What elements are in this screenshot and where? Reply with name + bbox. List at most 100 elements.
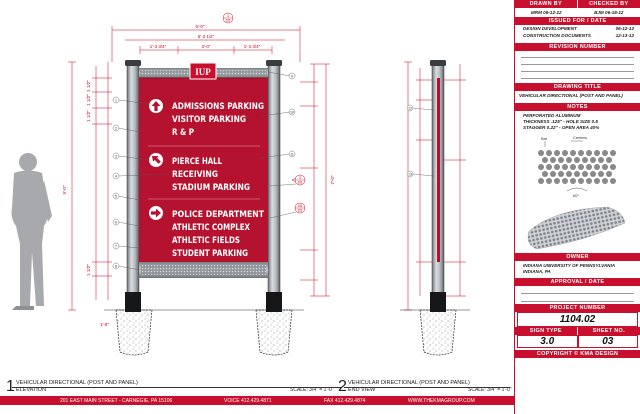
view-1-title: VEHICULAR DIRECTIONAL (POST AND PANEL) (16, 380, 138, 386)
sign-logo: IUP (189, 62, 217, 80)
callout-5: 5 (115, 194, 117, 198)
callout-6: 6 (115, 220, 117, 224)
owner-label: OWNER (515, 253, 640, 261)
dim-top-split-left: 1'-3 3/4" (150, 44, 167, 49)
footer-voice: VOICE 412.429.4871 (224, 397, 272, 404)
svg-text:2A: 2A (298, 204, 303, 208)
dim-small-4: 1 1/2" (86, 264, 91, 276)
dim-top-split-mid: 3'-0" (202, 44, 211, 49)
drawing-title-label: DRAWING TITLE (515, 83, 640, 91)
callout-9: 9 (291, 74, 293, 78)
perf-angle-label: 60° (573, 193, 579, 198)
callout-4: 4 (115, 174, 117, 178)
footer-fax: FAX 412.429.4874 (324, 397, 366, 404)
right-footing (255, 309, 293, 356)
callout-3: 3 (115, 154, 117, 158)
left-post (125, 60, 141, 312)
sign-line-visitor: VISITOR PARKING (172, 115, 246, 125)
sign-type-value: 3.0 (517, 335, 578, 348)
sign-line-rp: R & P (172, 128, 194, 138)
up-arrow-icon (149, 99, 163, 113)
drawn-by-value: MRM 06-12-12 (530, 10, 562, 15)
dim-small-1: 1 1/2" (86, 80, 91, 92)
revision-label: REVISION NUMBER (515, 43, 640, 51)
view-2-scale: SCALE: 3/4" = 1'-0" (468, 387, 512, 393)
end-view: 12 13 (400, 60, 470, 356)
sign-line-police: POLICE DEPARTMENT (172, 210, 265, 220)
dim-top-overall: 6'-0" (196, 24, 205, 29)
owner-line-1: INDIANA UNIVERSITY OF PENNSYLVANIA (523, 263, 616, 268)
callout-13: 13 (408, 172, 412, 176)
elevation-view: 6'-0" 6'-3 1/2" 1'-3 3/4" 3'-0" 1'-3 3/4… (62, 12, 335, 356)
sign-line-athletic-fields: ATHLETIC FIELDS (172, 236, 240, 246)
sign-line-athletic-complex: ATHLETIC COMPLEX (172, 223, 250, 233)
owner-line-2: INDIANA, PA (523, 269, 551, 274)
dim-small-2: 1 1/2" (86, 94, 91, 106)
dim-top-inner: 6'-3 1/2" (198, 34, 215, 39)
view-captions: 1 VEHICULAR DIRECTIONAL (POST AND PANEL)… (0, 376, 514, 398)
sign-type-label: SIGN TYPE (515, 327, 578, 335)
view-1-subtitle: ELEVATION (16, 387, 47, 393)
callout-8: 8 (115, 264, 117, 268)
detail-tag-3: 1 D5 (222, 12, 234, 24)
footer-address: 201 EAST MAIN STREET - CARNEGIE, PA 1510… (60, 397, 173, 404)
sign-line-stadium: STADIUM PARKING (172, 183, 250, 193)
note-1: PERFORATED ALUMINUM (523, 113, 581, 118)
up-left-arrow-icon (149, 153, 163, 167)
dim-height-right: 7'-0" (330, 175, 335, 184)
dim-ground: 1'-8" (100, 322, 109, 327)
sheet-no-value: 03 (577, 335, 638, 348)
issue-row-1: DESIGN DEVELOPMENT 06-12-12 (523, 26, 634, 31)
detail-tag-1: 3 D5 (291, 174, 306, 186)
person-silhouette (11, 153, 52, 310)
callout-1: 1 (115, 98, 117, 102)
callout-10: 10 (290, 110, 294, 114)
callout-12: 12 (408, 106, 412, 110)
sign-line-receiving: RECEIVING (172, 170, 218, 180)
svg-text:D5: D5 (226, 19, 231, 23)
view-1-scale: SCALE: 3/4" = 1'-0" (290, 387, 334, 393)
sign-line-student: STUDENT PARKING (172, 249, 248, 259)
dim-small-3: 1 1/2" (86, 110, 91, 122)
footer-web: WWW.THEKMAGROUP.COM (408, 397, 475, 404)
sign-line-admissions: ADMISSIONS PARKING (172, 102, 264, 112)
drawn-by-label: DRAWN BY (515, 0, 578, 8)
view-2-title: VEHICULAR DIRECTIONAL (POST AND PANEL) (348, 380, 470, 386)
approval-label: APPROVAL / DATE (515, 278, 640, 286)
right-arrow-icon (149, 206, 163, 220)
perf-bar-label: Bar (541, 136, 548, 141)
notes-label: NOTES (515, 103, 640, 111)
svg-text:1: 1 (227, 14, 229, 18)
drawing-area: 6'-0" 6'-3 1/2" 1'-3 3/4" 3'-0" 1'-3 3/4… (0, 12, 514, 398)
perforated-metal-sample (527, 206, 626, 250)
drawing-title-value: VEHICULAR DIRECTIONAL (POST AND PANEL) (519, 93, 623, 98)
checked-by-label: CHECKED BY (577, 0, 640, 8)
note-3: STAGGER 0.22" - OPEN AREA 40% (523, 125, 600, 130)
sheet-no-label: SHEET NO. (577, 327, 640, 335)
dim-height-overall: 9'-0" (62, 185, 67, 194)
svg-text:D5: D5 (298, 181, 303, 185)
callout-2: 2 (115, 126, 117, 130)
callout-11: 11 (290, 152, 294, 156)
checked-by-value: BJM 06-18-12 (594, 10, 624, 15)
issue-row-2: CONSTRUCTION DOCUMENTS 12-13-12 (523, 33, 634, 38)
left-footing (115, 309, 153, 356)
view-2-number: 2 (338, 378, 347, 395)
sign-line-pierce: PIERCE HALL (172, 157, 222, 167)
dim-top-split-right: 1'-3 3/4" (244, 44, 261, 49)
copyright: COPYRIGHT © KMA DESIGN (515, 350, 640, 358)
perf-centers-label: Centers (573, 135, 587, 140)
issued-label: ISSUED FOR / DATE (515, 17, 640, 25)
project-number-label: PROJECT NUMBER (515, 304, 640, 312)
view-1-number: 1 (6, 378, 15, 395)
callout-7: 7 (115, 244, 117, 248)
company-footer: 201 EAST MAIN STREET - CARNEGIE, PA 1510… (0, 396, 514, 405)
elevation-drawing: 6'-0" 6'-3 1/2" 1'-3 3/4" 3'-0" 1'-3 3/4… (11, 12, 470, 356)
project-number-value: 1104.02 (517, 312, 638, 327)
title-block: DRAWN BY CHECKED BY MRM 06-12-12 BJM 06-… (514, 0, 640, 414)
svg-text:D5: D5 (298, 209, 303, 213)
view-2-subtitle: END VIEW (348, 387, 376, 393)
note-2: THICKNESS .125" - HOLE SIZE 0.5 (523, 119, 598, 124)
svg-text:3: 3 (299, 176, 301, 180)
right-post (266, 60, 282, 312)
